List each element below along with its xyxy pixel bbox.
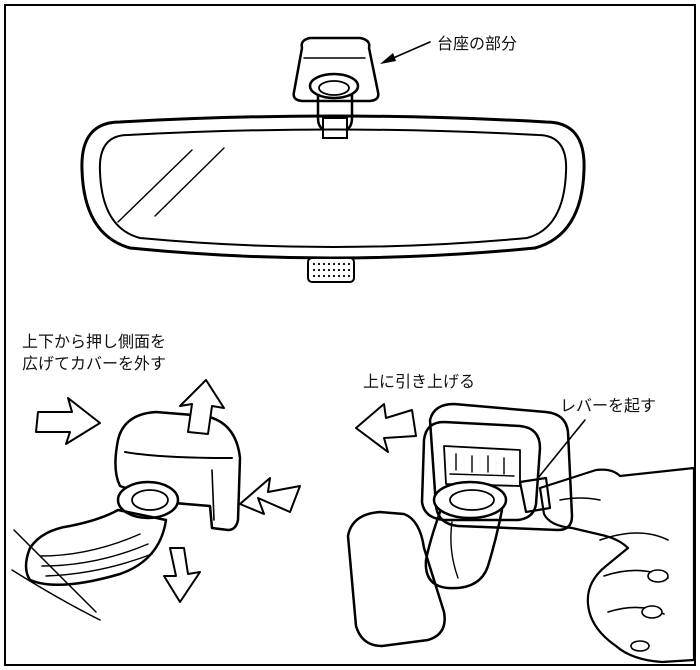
label-cover-instruction-1: 上下から押し側面を [22,332,166,351]
arrow-press-left [35,397,101,445]
mirror-cover [114,410,242,532]
mirror-base [292,36,380,103]
mirror-glass [98,128,568,248]
release-lever [518,476,552,514]
arrow-pull-up [355,403,417,453]
mirror-head [346,510,446,648]
lever-leader-line [537,419,586,479]
label-cover-instruction-2: 広げてカバーを外す [22,354,166,373]
label-raise-lever: レバーを起す [560,396,656,415]
cover-removal-illustration [11,410,242,621]
label-pull-up: 上に引き上げる [363,372,475,391]
removed-arm [424,508,504,590]
mirror-arm [24,508,168,587]
arrow-icon [35,379,417,603]
mirror-housing [80,114,586,260]
mirror-stem-lower [322,117,348,139]
arrow-move-left [239,477,301,515]
rearview-mirror [80,36,586,283]
mount-plate [428,402,574,532]
hand-icon [538,466,696,664]
label-mount-base: 台座の部分 [437,34,517,53]
arrow-spread-down [163,547,201,603]
arrow-spread-up [179,379,225,435]
base-leader-arrow [380,41,431,64]
base-block [420,420,542,522]
base-lever-illustration [346,402,696,664]
